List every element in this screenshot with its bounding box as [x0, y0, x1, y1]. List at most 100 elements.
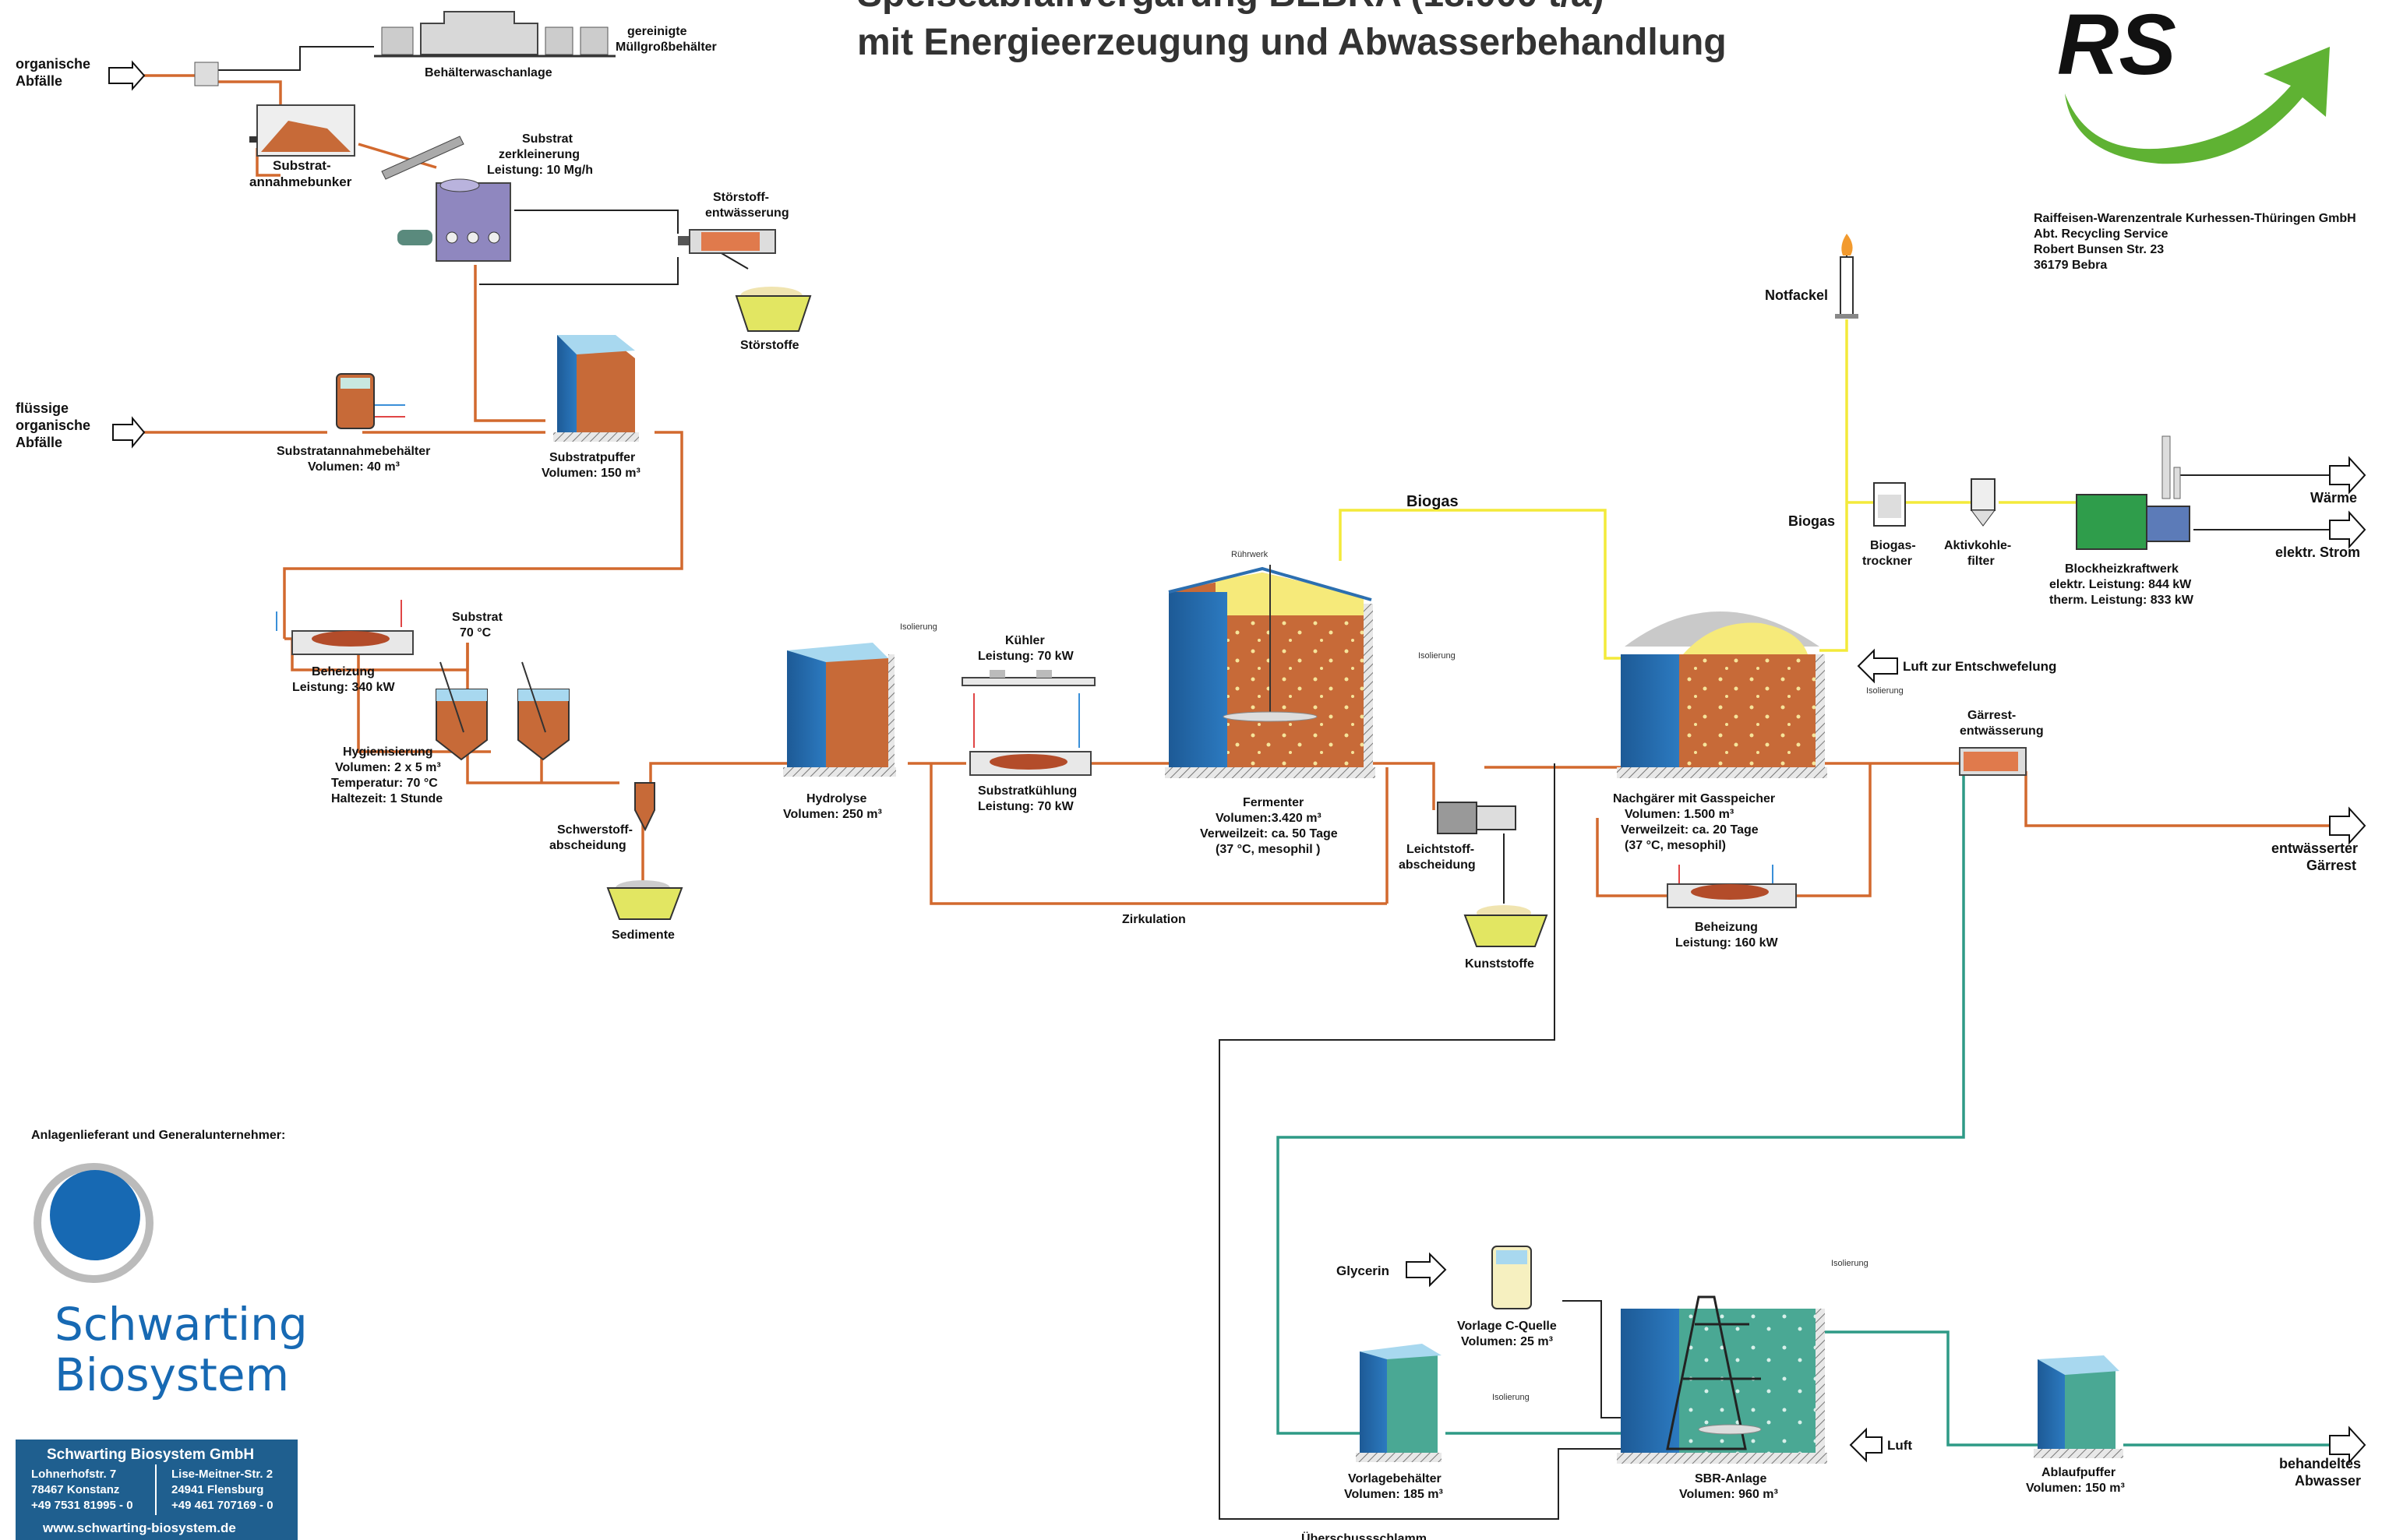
hydrolysis-label: Volumen: 250 m³ — [783, 808, 882, 821]
feed-tank: Isolierung Vorlagebehälter Volumen: 185 … — [1344, 1344, 1530, 1501]
shredder-label: Leistung: 10 Mg/h — [487, 164, 593, 177]
insulation-label: Isolierung — [1492, 1393, 1530, 1402]
substrate-temp-label: Substrat — [452, 611, 503, 624]
carbon-filter-label: Aktivkohle- — [1944, 539, 2011, 552]
cooler-label: Leistung: 70 kW — [978, 650, 1075, 663]
sediment-skip: Sedimente — [606, 880, 683, 942]
output-water-label: behandeltes — [2279, 1456, 2361, 1471]
substrate-temp-label: 70 °C — [460, 626, 492, 640]
circulation-label: Zirkulation — [1122, 913, 1186, 926]
heating2-label: Beheizung — [1695, 921, 1758, 934]
c-source-label: Volumen: 25 m³ — [1461, 1335, 1553, 1348]
hygienisation-label: Temperatur: 70 °C — [331, 777, 438, 790]
effluent-buffer-label: Volumen: 150 m³ — [2026, 1482, 2125, 1495]
fermenter-label: Volumen:3.420 m³ — [1216, 812, 1322, 825]
hydrolysis-label: Hydrolyse — [806, 792, 866, 805]
fermenter-tank: Rührwerk Isolierung Fermenter Volumen:3.… — [1165, 550, 1456, 856]
hygienisation-label: Volumen: 2 x 5 m³ — [335, 761, 441, 774]
input-liquid-label: flüssige — [16, 400, 69, 416]
light-separation: Leichtstoff- abscheidung — [1399, 802, 1516, 872]
biogas-label: Biogas — [1406, 493, 1459, 510]
digestate-dewater-label: Gärrest- — [1967, 709, 2016, 722]
contractor-caption: Anlagenlieferant und Generalunternehmer: — [31, 1129, 285, 1142]
post-digester-label: Volumen: 1.500 m³ — [1625, 808, 1734, 821]
shredder-unit: Substrat zerkleinerung Leistung: 10 Mg/h — [381, 132, 593, 262]
c-source-tank: Vorlage C-Quelle Volumen: 25 m³ — [1457, 1246, 1557, 1348]
receiving-tank-label: Substratannahmebehälter — [277, 445, 430, 458]
post-digester-label: (37 °C, mesophil) — [1625, 839, 1726, 852]
contractor-col2: 24941 Flensburg — [171, 1483, 263, 1496]
heating1-label: Beheizung — [312, 665, 375, 678]
biogas-dryer-label: Biogas- — [1870, 539, 1916, 552]
output-digestate: entwässerter Gärrest — [2271, 806, 2366, 873]
substrate-cooling-label: Leistung: 70 kW — [978, 800, 1075, 813]
client-logo-text: RS — [2057, 0, 2176, 93]
contractor-col1: +49 7531 81995 - 0 — [31, 1499, 133, 1512]
heating-exchanger-1: Beheizung Leistung: 340 kW Substrat 70 °… — [291, 611, 503, 694]
contractor-col2: +49 461 707169 - 0 — [171, 1499, 273, 1512]
client-address-line: Abt. Recycling Service — [2034, 227, 2168, 241]
emergency-flare: Notfackel — [1765, 234, 1858, 319]
sbr-label: SBR-Anlage — [1695, 1472, 1767, 1485]
digestate-dewater-label: entwässerung — [1960, 724, 2044, 738]
post-digester-label: Nachgärer mit Gasspeicher — [1613, 792, 1775, 805]
feed-tank-label: Vorlagebehälter — [1348, 1472, 1442, 1485]
input-liquid-label: Abfälle — [16, 435, 62, 450]
substrate-cooling: Substratkühlung Leistung: 70 kW — [969, 751, 1092, 813]
plastics-skip: Kunststoffe — [1463, 905, 1548, 971]
black-lines — [210, 46, 1847, 1520]
c-source-label: Vorlage C-Quelle — [1457, 1320, 1557, 1333]
insulation-label: Isolierung — [1866, 686, 1904, 696]
substrate-buffer-tank: Substratpuffer Volumen: 150 m³ — [542, 335, 640, 480]
substrate-cooling-label: Substratkühlung — [978, 784, 1077, 798]
input-arrow-air-sbr: Luft — [1849, 1427, 1912, 1463]
contractor-col2: Lise-Meitner-Str. 2 — [171, 1468, 273, 1481]
heavy-sep-label: abscheidung — [549, 839, 626, 852]
effluent-buffer-tank: Ablaufpuffer Volumen: 150 m³ — [2026, 1355, 2125, 1495]
biogas-label-2: Biogas — [1788, 513, 1835, 529]
insulation-label: Isolierung — [1418, 651, 1456, 661]
input-liquid-label: organische — [16, 418, 90, 433]
heat-exchange-arrows — [276, 404, 1773, 888]
input-arrow-air-desulf: Luft zur Entschwefelung — [1857, 648, 2056, 684]
chp-label: Blockheizkraftwerk — [2065, 562, 2179, 576]
bins-label: Müllgroßbehälter — [616, 41, 717, 54]
receiving-tank-label: Volumen: 40 m³ — [308, 460, 400, 474]
cooler: Kühler Leistung: 70 kW — [962, 634, 1096, 686]
contaminant-skip: Störstoffe — [735, 287, 812, 352]
output-digestate-label: Gärrest — [2306, 858, 2356, 873]
flare-label: Notfackel — [1765, 287, 1828, 303]
carbon-filter: Aktivkohle- filter — [1944, 478, 2011, 568]
heating-exchanger-2: Beheizung Leistung: 160 kW — [1667, 883, 1797, 950]
contractor-website: www.schwarting-biosystem.de — [42, 1521, 236, 1535]
hygienisation-tanks: Hygienisierung Volumen: 2 x 5 m³ Tempera… — [331, 661, 570, 805]
bins-label: gereinigte — [627, 25, 687, 38]
light-sep-label: abscheidung — [1399, 858, 1476, 872]
bunker-label: Substrat- — [273, 158, 331, 173]
output-digestate-label: entwässerter — [2271, 840, 2358, 856]
output-power: elektr. Strom — [2193, 510, 2366, 560]
contractor-logo: Schwarting Biosystem — [34, 1163, 308, 1401]
input-air-desulf-label: Luft zur Entschwefelung — [1903, 659, 2056, 674]
agitator-label: Rührwerk — [1231, 550, 1269, 559]
insulation-label: Isolierung — [1831, 1259, 1869, 1268]
title-line2: mit Energieerzeugung und Abwasserbehandl… — [857, 22, 1727, 63]
insulation-label: Isolierung — [900, 622, 937, 632]
title-line1: Speiseabfallvergärung BEBRA (18.000 t/a) — [857, 0, 1604, 15]
client-address-line: 36179 Bebra — [2034, 259, 2107, 272]
feed-tank-label: Volumen: 185 m³ — [1344, 1488, 1443, 1501]
output-power-label: elektr. Strom — [2275, 544, 2360, 560]
contractor-col1: Lohnerhofstr. 7 — [31, 1468, 116, 1481]
receiving-tank: Substratannahmebehälter Volumen: 40 m³ — [277, 373, 430, 474]
input-arrow-organic: organische Abfälle — [16, 56, 146, 91]
heating2-label: Leistung: 160 kW — [1675, 936, 1778, 950]
effluent-buffer-label: Ablaufpuffer — [2041, 1466, 2116, 1479]
client-logo: RS — [2057, 0, 2330, 164]
substrate-bunker: Substrat- annahmebunker — [249, 104, 355, 189]
heavy-sep-label: Schwerstoff- — [557, 823, 633, 837]
input-arrow-glycerin: Glycerin — [1336, 1252, 1447, 1288]
input-glycerin-label: Glycerin — [1336, 1263, 1389, 1278]
sbr-label: Volumen: 960 m³ — [1679, 1488, 1778, 1501]
contractor-logo-line1: Schwarting — [55, 1298, 308, 1351]
